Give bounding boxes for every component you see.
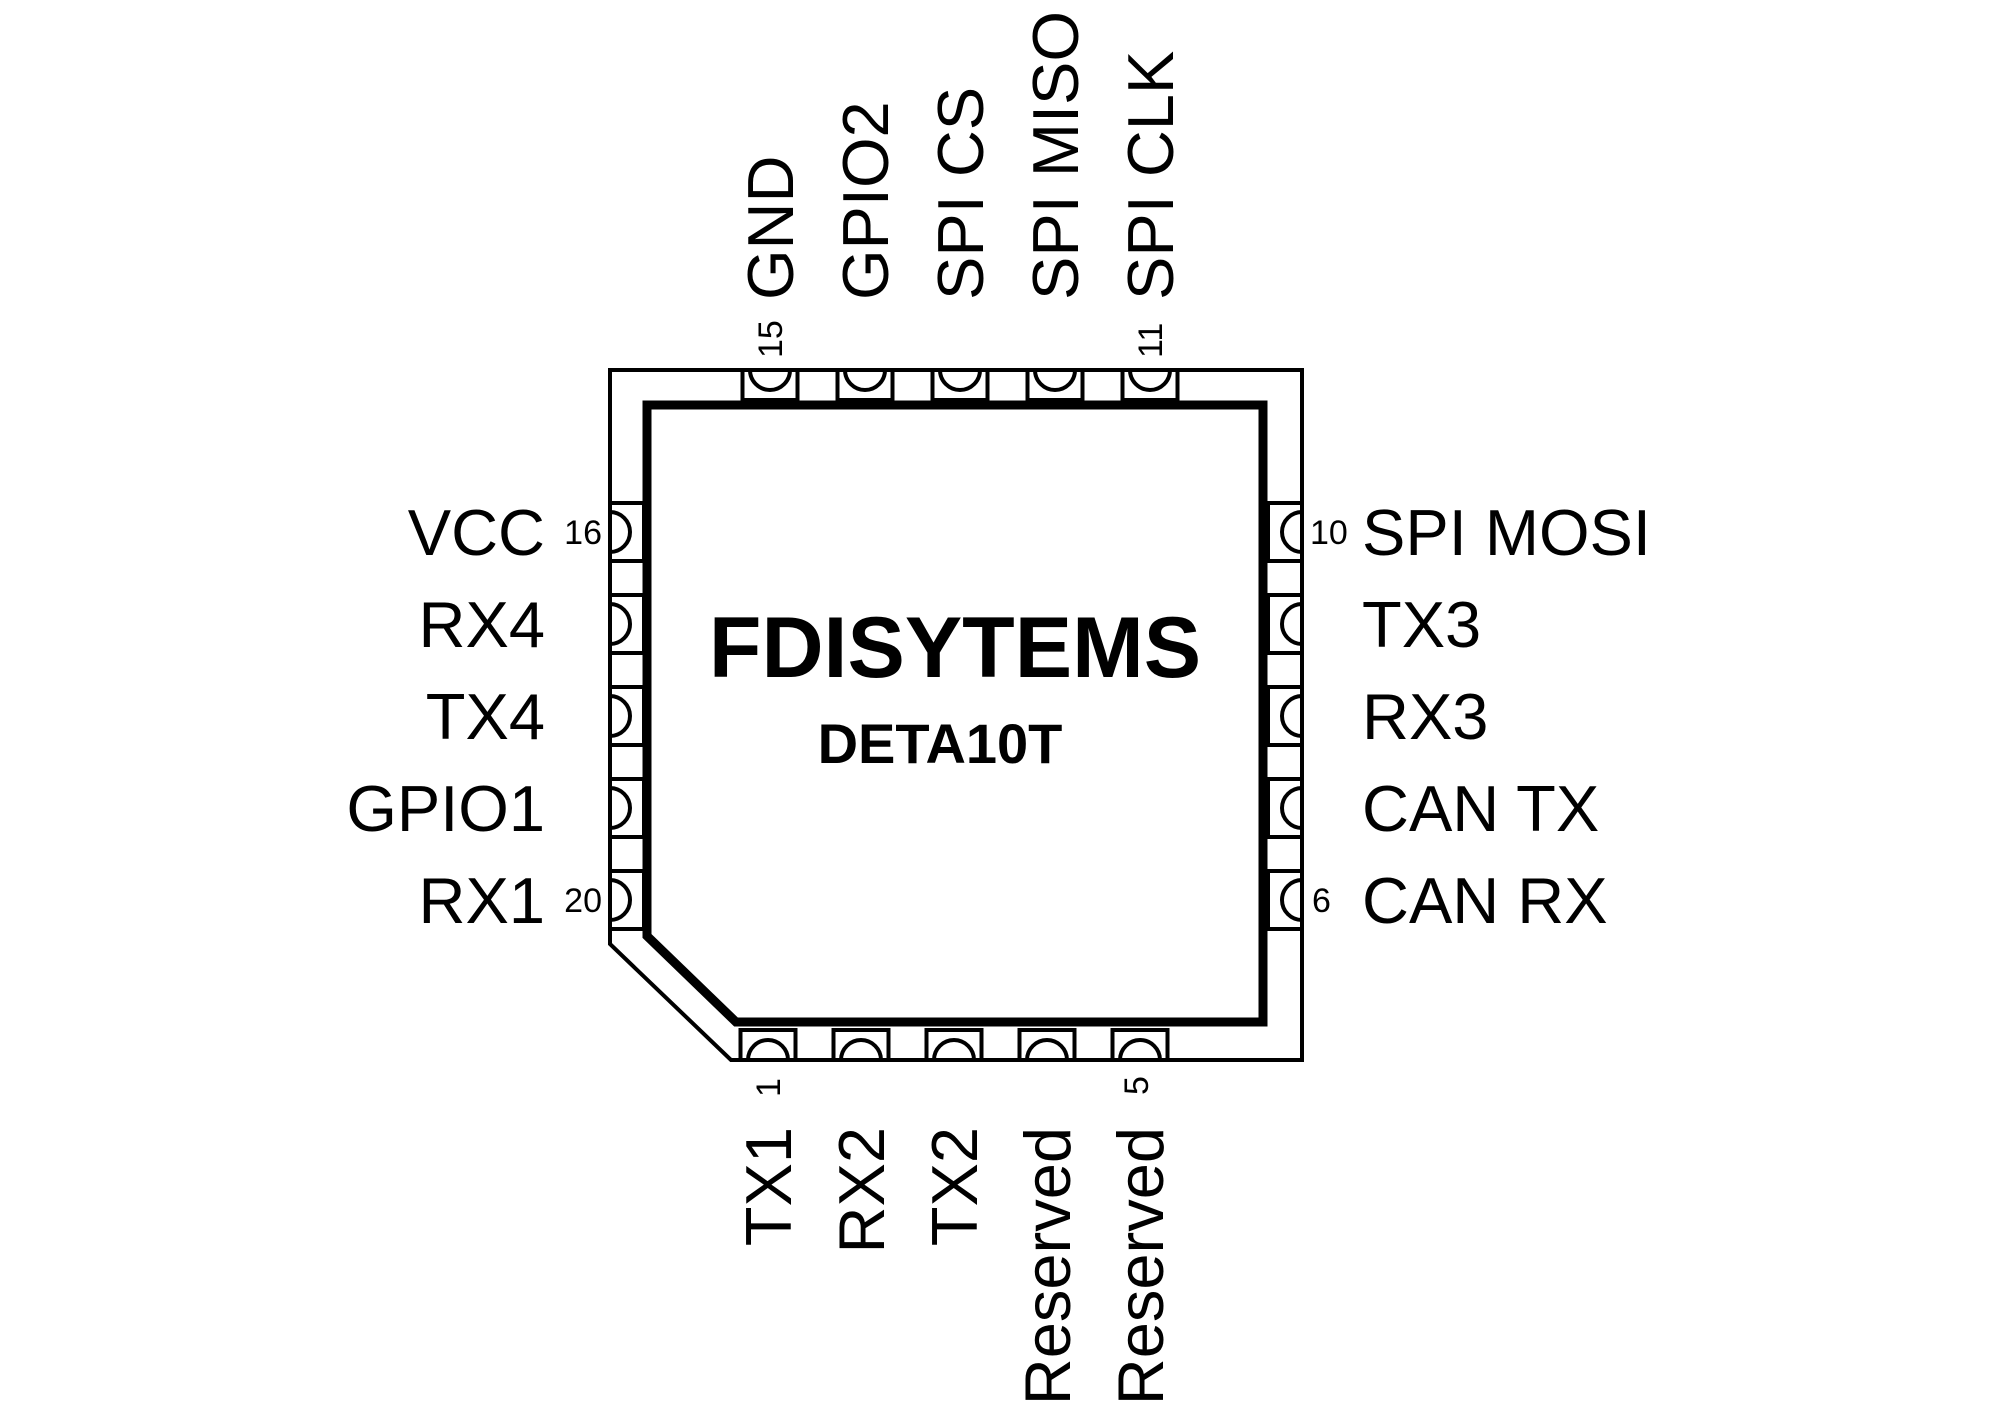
pad-arc-pin-10 <box>1280 510 1303 554</box>
pin-label-tx2: TX2 <box>918 1127 991 1246</box>
pin-label-gpio1: GPIO1 <box>346 772 545 845</box>
pin-number-5: 5 <box>1118 1076 1156 1095</box>
pad-arc-pin-11 <box>1128 369 1172 392</box>
pad-arc-pin-16 <box>609 510 632 554</box>
bottom-pads <box>738 1028 1170 1062</box>
pin-label-can-rx: CAN RX <box>1362 864 1608 937</box>
pin-label-spi-clk: SPI CLK <box>1114 51 1187 300</box>
top-pin-labels: GND GPIO2 SPI CS SPI MISO SPI CLK 15 11 <box>734 11 1187 358</box>
pin-label-reserved-5: Reserved <box>1104 1127 1177 1405</box>
right-pin-labels: SPI MOSI TX3 RX3 CAN TX CAN RX 10 6 <box>1310 496 1651 937</box>
pin-number-16: 16 <box>564 514 602 552</box>
pin-label-rx2: RX2 <box>825 1127 898 1253</box>
left-pin-labels: VCC RX4 TX4 GPIO1 RX1 16 20 <box>346 496 602 937</box>
pin-label-tx4: TX4 <box>426 680 545 753</box>
pin-label-vcc: VCC <box>408 496 545 569</box>
pin-label-tx3: TX3 <box>1362 588 1481 661</box>
pad-arc-pin-5 <box>1118 1038 1162 1061</box>
pin-label-gpio2: GPIO2 <box>829 101 902 300</box>
pad-pin-12 <box>1025 368 1085 402</box>
pin-number-6: 6 <box>1312 882 1331 920</box>
pin-number-15: 15 <box>752 320 790 358</box>
pad-arc-pin-1 <box>746 1038 790 1061</box>
pad-arc-pin-2 <box>839 1038 883 1061</box>
pad-arc-pin-20 <box>609 878 632 922</box>
pin-label-gnd: GND <box>734 156 807 300</box>
chip-model-text: DETA10T <box>818 712 1063 775</box>
pin-label-spi-miso: SPI MISO <box>1019 11 1092 300</box>
pad-arc-pin-14 <box>843 369 887 392</box>
pad-arc-pin-15 <box>748 369 792 392</box>
top-pads <box>740 368 1180 402</box>
pin-label-can-tx: CAN TX <box>1362 772 1599 845</box>
chip-body <box>642 400 1268 1027</box>
pin-number-10: 10 <box>1310 514 1348 552</box>
chip-brand-text: FDISYTEMS <box>709 600 1201 696</box>
pin-label-rx3: RX3 <box>1362 680 1488 753</box>
pin-number-11: 11 <box>1132 323 1170 358</box>
pin-label-spi-cs: SPI CS <box>924 87 997 300</box>
pin-label-rx1: RX1 <box>419 864 545 937</box>
pad-arc-pin-8 <box>1280 694 1303 738</box>
pad-arc-pin-3 <box>932 1038 976 1061</box>
pad-arc-pin-12 <box>1033 369 1077 392</box>
pin-label-rx4: RX4 <box>419 588 545 661</box>
pad-pin-8 <box>1266 685 1304 747</box>
pin-label-tx1: TX1 <box>732 1127 805 1246</box>
pin-label-spi-mosi: SPI MOSI <box>1362 496 1651 569</box>
pad-arc-pin-18 <box>609 694 632 738</box>
pad-arc-pin-6 <box>1280 878 1303 922</box>
pad-arc-pin-13 <box>938 369 982 392</box>
pad-arc-pin-19 <box>609 786 632 830</box>
pad-arc-pin-7 <box>1280 786 1303 830</box>
left-pads <box>608 501 646 931</box>
pin-label-reserved-4: Reserved <box>1011 1127 1084 1405</box>
pad-arc-pin-17 <box>609 602 632 646</box>
right-pads <box>1266 501 1304 931</box>
package-outline <box>608 368 1304 1062</box>
pin-number-1: 1 <box>750 1078 788 1097</box>
pin-number-20: 20 <box>564 882 602 920</box>
pad-arc-pin-9 <box>1280 602 1303 646</box>
bottom-pin-labels: TX1 RX2 TX2 Reserved Reserved 1 5 <box>732 1076 1177 1405</box>
pad-arc-pin-4 <box>1025 1038 1069 1061</box>
